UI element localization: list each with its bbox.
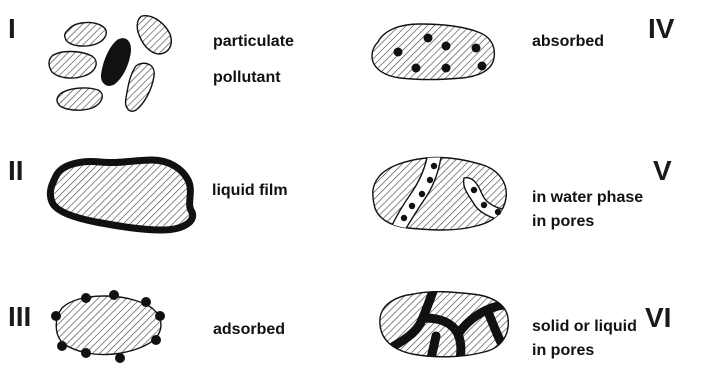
adsorbed-droplet bbox=[141, 297, 151, 307]
particle bbox=[137, 16, 171, 54]
panel-v-numeral: V bbox=[653, 155, 672, 186]
panel-ii: II liquid film bbox=[8, 155, 288, 230]
pore-droplet bbox=[401, 215, 407, 221]
particle-cluster-i bbox=[49, 16, 171, 112]
panel-vi-numeral: VI bbox=[645, 302, 671, 333]
panel-i-numeral: I bbox=[8, 13, 16, 44]
absorbed-droplet bbox=[394, 48, 403, 57]
particle bbox=[126, 63, 155, 111]
filled-pore bbox=[430, 336, 436, 362]
panel-ii-label: liquid film bbox=[212, 182, 288, 199]
panel-v: in water phase in pores V bbox=[373, 150, 672, 236]
adsorbed-droplet bbox=[81, 348, 91, 358]
panel-iii-numeral: III bbox=[8, 301, 31, 332]
absorbed-droplet bbox=[478, 62, 487, 71]
absorbed-droplet bbox=[424, 34, 433, 43]
pore-droplet bbox=[495, 209, 501, 215]
pore-droplet bbox=[427, 177, 433, 183]
adsorbed-droplet bbox=[57, 341, 67, 351]
panel-iv: absorbed IV bbox=[372, 13, 675, 80]
particle bbox=[57, 88, 102, 110]
adsorbed-droplet bbox=[51, 311, 61, 321]
particle bbox=[65, 23, 107, 47]
panel-vi: solid or liquid in pores VI bbox=[380, 284, 672, 366]
absorbed-droplet bbox=[472, 44, 481, 53]
panel-ii-numeral: II bbox=[8, 155, 24, 186]
porous-particle-water bbox=[373, 157, 507, 230]
pore-droplet bbox=[481, 202, 487, 208]
panel-iv-label: absorbed bbox=[532, 33, 604, 50]
panel-i-label-line-2: pollutant bbox=[213, 69, 281, 86]
panel-i-label-line-1: particulate bbox=[213, 33, 294, 50]
panel-vi-label-line-2: in pores bbox=[532, 342, 594, 359]
absorbed-droplet bbox=[442, 42, 451, 51]
pore-droplet bbox=[471, 187, 477, 193]
particle bbox=[49, 52, 96, 79]
panel-iii-label: adsorbed bbox=[213, 321, 285, 338]
pollutant-particle bbox=[102, 39, 131, 85]
adsorbed-droplet bbox=[155, 311, 165, 321]
panel-v-label-line-2: in pores bbox=[532, 213, 594, 230]
panel-iv-numeral: IV bbox=[648, 13, 675, 44]
adsorbed-droplet bbox=[81, 293, 91, 303]
absorbed-droplet bbox=[442, 64, 451, 73]
pore-droplet bbox=[419, 191, 425, 197]
panel-iii: III adsorbed bbox=[8, 290, 285, 363]
film-coated-particle bbox=[50, 160, 192, 230]
pore-droplet bbox=[431, 163, 437, 169]
panel-vi-label-line-1: solid or liquid bbox=[532, 318, 637, 335]
pore-droplet bbox=[409, 203, 415, 209]
adsorbed-droplet bbox=[109, 290, 119, 300]
adsorbed-droplet bbox=[115, 353, 125, 363]
adsorbed-droplet bbox=[151, 335, 161, 345]
panel-v-label-line-1: in water phase bbox=[532, 189, 643, 206]
absorbed-droplet bbox=[412, 64, 421, 73]
panel-i: I particulate pollutant bbox=[8, 13, 294, 111]
